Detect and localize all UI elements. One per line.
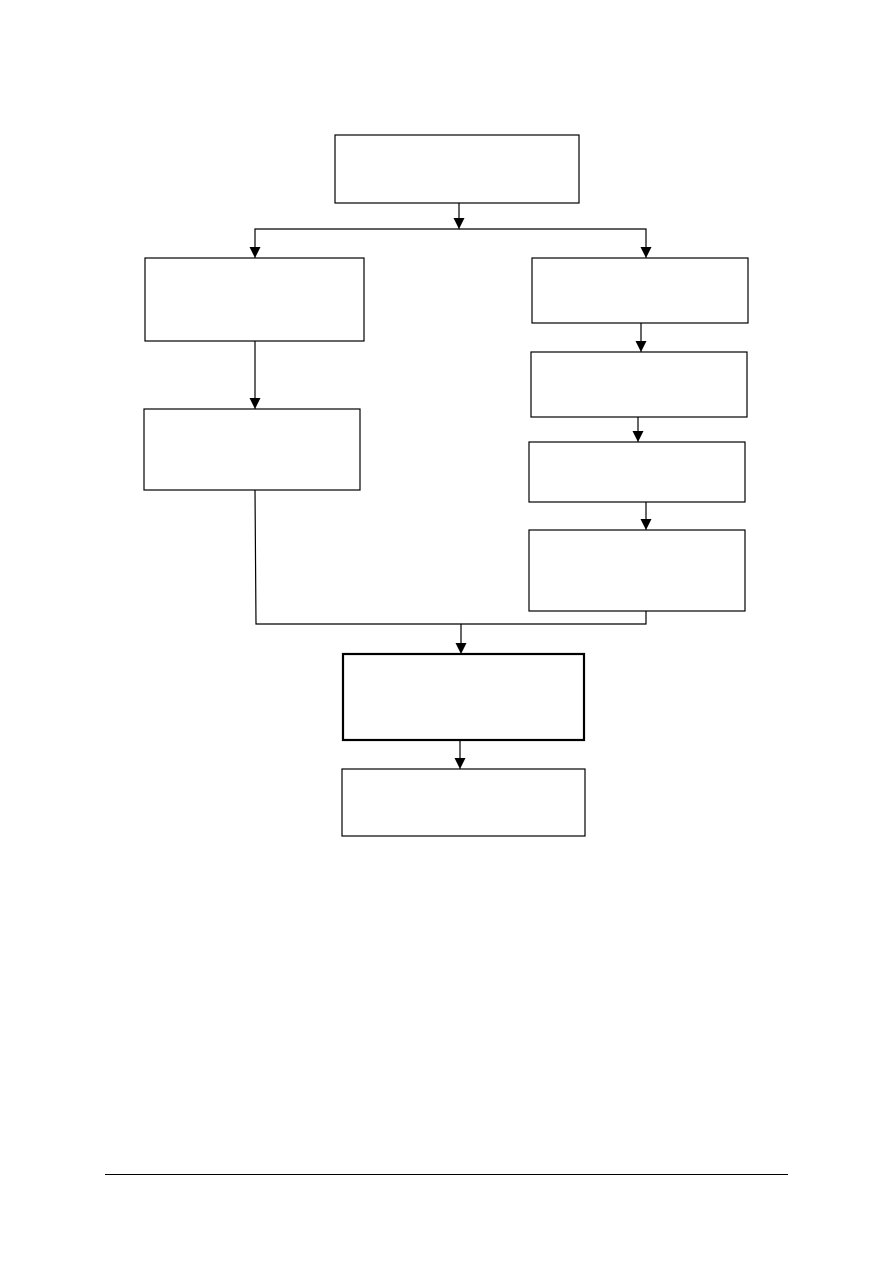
arrowhead-left-2 (249, 398, 261, 409)
node-right-4 (528, 529, 746, 612)
node-right-3 (528, 441, 746, 503)
connectors (249, 203, 652, 769)
box-right-4 (528, 529, 746, 612)
box-bottom (341, 768, 586, 837)
arrowhead-right-3 (632, 431, 644, 442)
node-top (334, 134, 580, 204)
box-right-2 (530, 351, 748, 418)
box-left-2 (143, 408, 361, 491)
box-top (334, 134, 580, 204)
box-right-1 (531, 257, 749, 324)
box-left-1 (144, 257, 365, 342)
node-right-1 (531, 257, 749, 324)
arrowhead-merge (455, 643, 467, 654)
node-left-1 (144, 257, 365, 342)
node-merge (341, 652, 586, 742)
connector-left-2-to-merge (254, 489, 462, 654)
arrowhead-right-1 (640, 247, 652, 258)
arrowhead-right-2 (635, 341, 647, 352)
arrowhead-branch (453, 218, 465, 229)
connector-top-to-left-1 (254, 203, 460, 258)
node-left-2 (143, 408, 361, 491)
arrowhead-right-4 (640, 519, 652, 530)
connector-top-to-right-1 (459, 228, 647, 258)
connector-right-4-to-merge (461, 611, 647, 625)
nodes (143, 134, 749, 837)
arrowhead-bottom (454, 758, 466, 769)
arrowhead-left-1 (249, 247, 261, 258)
box-merge (341, 652, 586, 742)
node-bottom (341, 768, 586, 837)
footer-rule (105, 1174, 788, 1175)
node-right-2 (530, 351, 748, 418)
box-right-3 (528, 441, 746, 503)
